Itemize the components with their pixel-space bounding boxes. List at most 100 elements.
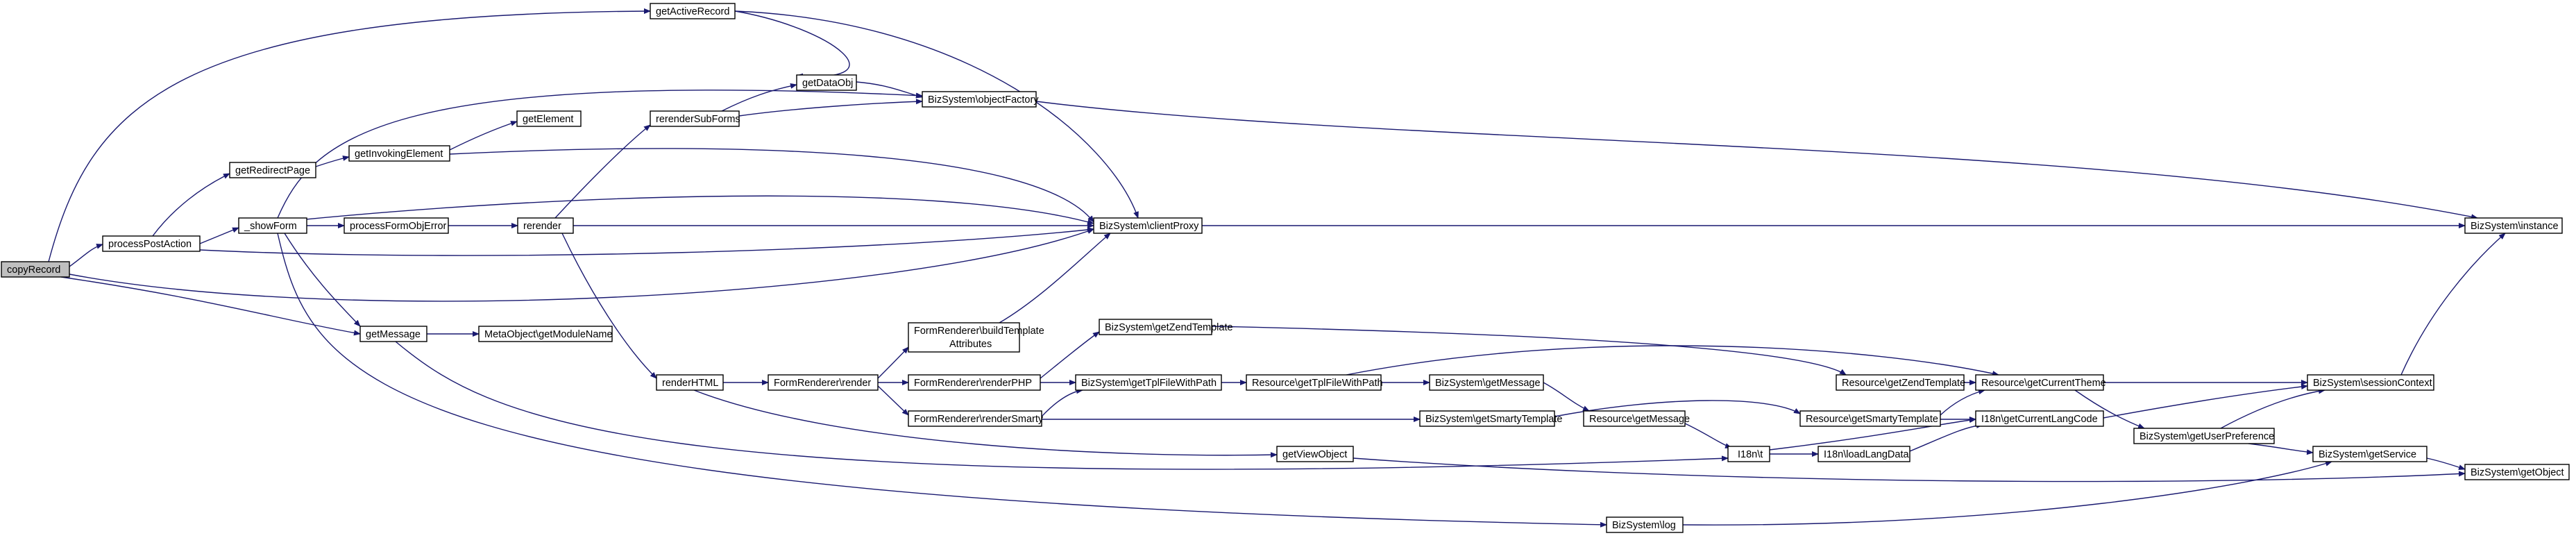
call-edge bbox=[69, 244, 103, 267]
edge-path bbox=[2248, 443, 2314, 455]
node-label: Resource\getSmartyTemplate bbox=[1806, 414, 1938, 425]
call-edge bbox=[856, 81, 923, 99]
edge-path bbox=[1035, 101, 2478, 220]
node-clientProxy[interactable]: BizSystem\clientProxy bbox=[1093, 217, 1203, 234]
node-label: renderHTML bbox=[662, 378, 718, 389]
edge-path bbox=[561, 233, 657, 379]
node-sessionContext[interactable]: BizSystem\sessionContext bbox=[2307, 374, 2434, 391]
node-getSmartyTemplate[interactable]: BizSystem\getSmartyTemplate bbox=[1419, 410, 1562, 427]
call-edge bbox=[1554, 400, 1801, 417]
node-label: processFormObjError bbox=[350, 221, 447, 232]
node-getActiveRecord[interactable]: getActiveRecord bbox=[650, 3, 736, 19]
node-Res-getSmartyTemplate[interactable]: Resource\getSmartyTemplate bbox=[1799, 410, 1941, 427]
edge-path bbox=[291, 195, 1094, 225]
node-label: BizSystem\clientProxy bbox=[1099, 221, 1199, 232]
node-label: _showForm bbox=[244, 221, 297, 232]
edge-path bbox=[315, 155, 350, 167]
edge-path bbox=[199, 227, 239, 244]
edge-path bbox=[877, 385, 909, 416]
node-getViewObject[interactable]: getViewObject bbox=[1276, 446, 1354, 462]
node-renderSmarty[interactable]: FormRenderer\renderSmarty bbox=[908, 410, 1044, 427]
call-edge bbox=[734, 10, 850, 79]
node-getUserPreference[interactable]: BizSystem\getUserPreference bbox=[2133, 428, 2275, 444]
call-edge bbox=[738, 99, 923, 117]
node-copyRecord[interactable]: copyRecord bbox=[1, 261, 70, 278]
call-edge bbox=[48, 8, 651, 262]
call-edge bbox=[449, 121, 518, 151]
call-edge bbox=[721, 83, 797, 112]
edge-path bbox=[1346, 345, 1999, 376]
node-getTplFileWithPath[interactable]: BizSystem\getTplFileWithPath bbox=[1075, 374, 1222, 391]
edges-layer bbox=[48, 8, 2506, 528]
call-edge bbox=[1040, 331, 1100, 379]
call-edge bbox=[1940, 389, 1985, 416]
node-label: rerenderSubForms bbox=[656, 114, 740, 125]
edge-path bbox=[69, 244, 103, 267]
node-buildTemplateAttributes[interactable]: FormRenderer\buildTemplate Attributes bbox=[908, 322, 1044, 353]
call-edge bbox=[277, 90, 923, 219]
edge-path bbox=[1543, 382, 1590, 412]
node-instance[interactable]: BizSystem\instance bbox=[2464, 217, 2563, 234]
node-label: BizSystem\getMessage bbox=[1435, 378, 1541, 389]
call-edge bbox=[1035, 101, 2478, 220]
call-edge bbox=[2400, 233, 2506, 376]
edge-path bbox=[1682, 460, 2332, 526]
node-label: getActiveRecord bbox=[656, 6, 729, 17]
call-edge bbox=[1909, 423, 1983, 452]
node-getObject[interactable]: BizSystem\getObject bbox=[2464, 464, 2570, 480]
edge-path bbox=[449, 121, 518, 151]
edge-path bbox=[734, 10, 1139, 219]
node-getService[interactable]: BizSystem\getService bbox=[2312, 446, 2427, 462]
node-getZendTemplate[interactable]: BizSystem\getZendTemplate bbox=[1099, 319, 1233, 335]
node-getRedirectPage[interactable]: getRedirectPage bbox=[229, 162, 316, 178]
node-log[interactable]: BizSystem\log bbox=[1606, 516, 1684, 533]
call-edge bbox=[60, 276, 361, 336]
node-processFormObjError[interactable]: processFormObjError bbox=[344, 217, 449, 234]
edge-path bbox=[856, 81, 923, 99]
node-getInvokingElement[interactable]: getInvokingElement bbox=[348, 145, 450, 162]
node-rerenderSubForms[interactable]: rerenderSubForms bbox=[650, 110, 740, 127]
node-getDataObj[interactable]: getDataObj bbox=[796, 74, 857, 91]
edge-path bbox=[1041, 388, 1083, 417]
nodes-layer: copyRecord processPostAction getRedirect… bbox=[1, 3, 2570, 533]
node-processPostAction[interactable]: processPostAction bbox=[102, 235, 201, 252]
node-Res-getMessage[interactable]: Resource\getMessage bbox=[1583, 410, 1690, 427]
call-edge bbox=[1684, 423, 1732, 448]
call-edge bbox=[1543, 382, 1590, 412]
node-FormRenderer-render[interactable]: FormRenderer\render bbox=[768, 374, 879, 391]
edge-path bbox=[277, 233, 1607, 528]
node-I18n-t[interactable]: I18n\t bbox=[1727, 446, 1770, 462]
node-renderPHP[interactable]: FormRenderer\renderPHP bbox=[908, 374, 1041, 391]
node-Res-getZendTemplate[interactable]: Resource\getZendTemplate bbox=[1836, 374, 1965, 391]
node-renderHTML[interactable]: renderHTML bbox=[656, 374, 724, 391]
call-edge bbox=[561, 233, 657, 379]
node-label: FormRenderer\render bbox=[774, 378, 871, 389]
node-Res-getTplFileWithPath[interactable]: Resource\getTplFileWithPath bbox=[1246, 374, 1383, 391]
node-showForm[interactable]: _showForm bbox=[238, 217, 307, 234]
edge-path bbox=[1769, 417, 1976, 451]
call-edge bbox=[1769, 417, 1976, 451]
node-label: Resource\getZendTemplate bbox=[1842, 378, 1965, 389]
node-getElement[interactable]: getElement bbox=[516, 110, 582, 127]
node-getModuleName[interactable]: MetaObject\getModuleName bbox=[478, 326, 613, 342]
node-rerender[interactable]: rerender bbox=[517, 217, 574, 234]
node-getMessage[interactable]: getMessage bbox=[359, 326, 427, 342]
node-label: I18n\t bbox=[1738, 449, 1763, 460]
node-label: FormRenderer\renderSmarty bbox=[914, 414, 1044, 425]
call-edge bbox=[877, 385, 909, 416]
node-label: getViewObject bbox=[1282, 449, 1347, 460]
edge-path bbox=[2074, 389, 2145, 429]
call-edge bbox=[1682, 460, 2332, 526]
node-objectFactory[interactable]: BizSystem\objectFactory bbox=[922, 91, 1039, 108]
call-edge bbox=[1041, 388, 1083, 417]
edge-path bbox=[877, 346, 909, 379]
node-label: Resource\getMessage bbox=[1589, 414, 1690, 425]
node-loadLangData[interactable]: I18n\loadLangData bbox=[1817, 446, 1910, 462]
node-Biz-getMessage[interactable]: BizSystem\getMessage bbox=[1429, 374, 1544, 391]
node-label: Resource\getCurrentTheme bbox=[1981, 378, 2106, 389]
edge-path bbox=[738, 99, 923, 117]
node-getCurrentLangCode[interactable]: I18n\getCurrentLangCode bbox=[1975, 410, 2104, 427]
node-label: FormRenderer\buildTemplate bbox=[914, 326, 1044, 337]
call-edge bbox=[2248, 443, 2314, 455]
node-getCurrentTheme[interactable]: Resource\getCurrentTheme bbox=[1975, 374, 2106, 391]
